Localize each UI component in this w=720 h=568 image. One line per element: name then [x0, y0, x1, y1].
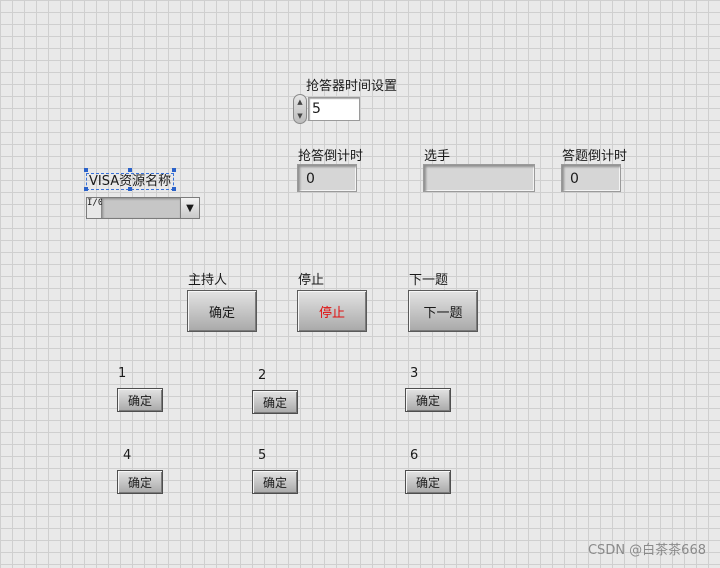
player-3-confirm-button[interactable]: 确定	[405, 388, 451, 412]
player-indicator	[423, 164, 535, 192]
host-confirm-button[interactable]: 确定	[187, 290, 257, 332]
visa-resource-field[interactable]	[102, 198, 180, 218]
question-countdown-label: 答题倒计时	[562, 149, 628, 164]
player-1-label: 1	[118, 366, 127, 381]
decrement-arrow-icon[interactable]: ▼	[297, 111, 303, 120]
player-6-label: 6	[410, 448, 419, 463]
resize-handle[interactable]	[84, 187, 88, 191]
player-4-confirm-button[interactable]: 确定	[117, 470, 163, 494]
timer-setting-input[interactable]: 5	[308, 97, 360, 121]
stop-label: 停止	[298, 273, 325, 288]
answer-countdown-label: 抢答倒计时	[298, 149, 364, 164]
player-5-confirm-button[interactable]: 确定	[252, 470, 298, 494]
resize-handle[interactable]	[172, 187, 177, 191]
player-2-label: 2	[258, 368, 267, 383]
player-6-confirm-button[interactable]: 确定	[405, 470, 451, 494]
player-4-label: 4	[123, 448, 132, 463]
player-1-confirm-button[interactable]: 确定	[117, 388, 163, 412]
io-icon: I/0	[87, 198, 103, 218]
timer-spinner[interactable]: ▲ ▼	[293, 94, 307, 124]
timer-setting-label: 抢答器时间设置	[306, 79, 398, 94]
timer-setting-control: ▲ ▼ 5	[293, 94, 360, 124]
visa-label-wrapper[interactable]: VISA资源名称	[84, 168, 177, 191]
increment-arrow-icon[interactable]: ▲	[297, 97, 303, 106]
watermark: CSDN @白茶茶668	[587, 543, 706, 558]
player-3-label: 3	[410, 366, 419, 381]
stop-button[interactable]: 停止	[297, 290, 367, 332]
next-question-button[interactable]: 下一题	[408, 290, 478, 332]
visa-resource-control[interactable]: I/0 ▼	[86, 197, 200, 219]
answer-countdown-indicator: 0	[297, 164, 357, 192]
host-label: 主持人	[188, 273, 228, 288]
question-countdown-indicator: 0	[561, 164, 621, 192]
player-5-label: 5	[258, 448, 267, 463]
resize-handle[interactable]	[172, 168, 177, 172]
resize-handle[interactable]	[128, 187, 132, 191]
player-2-confirm-button[interactable]: 确定	[252, 390, 298, 414]
dropdown-arrow-icon[interactable]: ▼	[180, 198, 199, 218]
resize-handle[interactable]	[128, 168, 132, 172]
visa-resource-label[interactable]: VISA资源名称	[86, 173, 175, 190]
next-label: 下一题	[409, 273, 449, 288]
resize-handle[interactable]	[84, 168, 88, 172]
player-label: 选手	[424, 149, 451, 164]
